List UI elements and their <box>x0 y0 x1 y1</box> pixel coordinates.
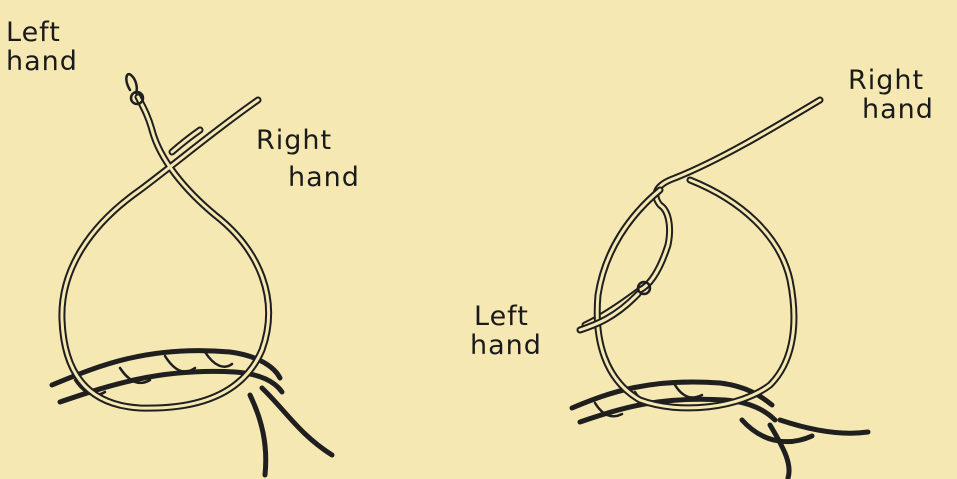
label-line: Right <box>256 126 360 155</box>
label-line: Left <box>6 18 78 47</box>
rope-loop-2 <box>580 100 820 408</box>
label-line: Left <box>470 302 542 331</box>
left-hand-label-1: Left hand <box>6 18 78 76</box>
label-line: hand <box>470 331 542 360</box>
right-hand-label-1: Right hand <box>256 126 360 192</box>
label-line: hand <box>6 47 78 76</box>
label-line: hand <box>256 163 360 192</box>
standing-rope-1 <box>52 351 332 475</box>
label-line: Right <box>848 66 934 95</box>
standing-rope-2 <box>572 382 868 478</box>
right-hand-label-2: Right hand <box>848 66 934 124</box>
knot-diagram-2 <box>572 100 868 478</box>
label-line: hand <box>848 95 934 124</box>
left-hand-label-2: Left hand <box>470 302 542 360</box>
